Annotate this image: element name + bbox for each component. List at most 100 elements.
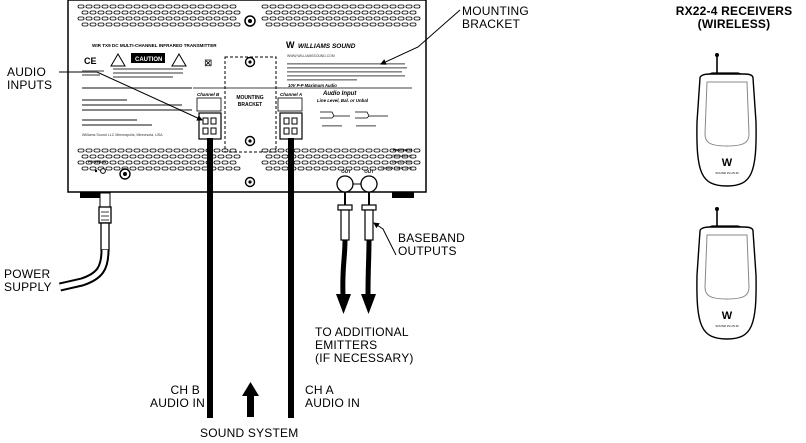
vent-slot [157, 16, 165, 21]
vent-slot [349, 4, 357, 9]
vent-slot [305, 154, 313, 159]
vent-slot [289, 10, 297, 15]
vent-slot [413, 148, 421, 153]
vent-slot [393, 10, 401, 15]
audio-input-sub: Line Level, Bal. or Unbal [317, 98, 369, 103]
wiring-diagram [320, 111, 388, 119]
vent-slot [353, 10, 361, 15]
vent-slot [185, 22, 193, 27]
receiver-logo-2: W [722, 310, 733, 322]
vent-slot [121, 154, 129, 159]
spec-text-block [82, 87, 192, 126]
ce-mark: CE [84, 56, 97, 66]
receiver-brand: SOUND PLUS IR [715, 171, 739, 175]
vent-slot [229, 4, 237, 9]
vent-slot [165, 16, 173, 21]
foot-right [392, 192, 414, 198]
vent-slot [309, 4, 317, 9]
vent-slot [273, 166, 281, 171]
vent-slot [213, 160, 221, 165]
vent-slot [269, 4, 277, 9]
vent-slot [325, 148, 333, 153]
vent-slot [209, 10, 217, 15]
vent-slot [137, 10, 145, 15]
vent-slot [381, 4, 389, 9]
max-audio-text: 10V P-P Maximum Audio [288, 83, 337, 88]
vent-slot [209, 22, 217, 27]
vent-slot [285, 16, 293, 21]
vent-slot [377, 22, 385, 27]
vent-slot [217, 22, 225, 27]
vent-slot [325, 4, 333, 9]
vent-slot [149, 4, 157, 9]
audio-input-label: Audio Input [322, 91, 357, 97]
vent-slot [157, 160, 165, 165]
bracket-label-1: MOUNTING [236, 95, 263, 101]
vent-slot [233, 166, 241, 171]
vent-slot [109, 160, 117, 165]
vent-slot [177, 22, 185, 27]
vent-slot [281, 22, 289, 27]
foot-left [80, 192, 102, 198]
receiver-2: W SOUND PLUS IR [696, 207, 757, 340]
vent-slot [413, 16, 421, 21]
vent-slot [337, 166, 345, 171]
receiver-1: W SOUND PLUS IR [696, 53, 757, 187]
vent-slot [225, 166, 233, 171]
vent-slot [213, 4, 221, 9]
vent-slot [81, 22, 89, 27]
vent-slot [145, 10, 153, 15]
vent-slot [401, 10, 409, 15]
vent-slot [373, 16, 381, 21]
vent-slot [341, 4, 349, 9]
vent-slot [349, 160, 357, 165]
vent-slot [281, 154, 289, 159]
vent-slot [409, 166, 417, 171]
baseband-note-4: Coaxial Cable Only [381, 166, 412, 170]
vent-slot [169, 166, 177, 171]
power-supply-cable [59, 192, 112, 292]
vent-slot [193, 22, 201, 27]
vent-slot [305, 10, 313, 15]
vent-slot [273, 154, 281, 159]
vent-slot [217, 10, 225, 15]
vent-slot [317, 16, 325, 21]
vent-slot [117, 16, 125, 21]
model-title: WIR TX9 DC MULTI-CHANNEL INFRARED TRANSM… [92, 43, 217, 48]
vent-slot [233, 22, 241, 27]
vent-slot [189, 160, 197, 165]
vent-slot [281, 10, 289, 15]
vent-slot [217, 154, 225, 159]
vent-slot [93, 4, 101, 9]
vent-slot [265, 22, 273, 27]
vent-slot [125, 16, 133, 21]
website-text: WWW.WILLIAMSSOUND.COM [287, 54, 335, 58]
vent-slot [301, 4, 309, 9]
vent-slot [169, 154, 177, 159]
vent-slot [97, 10, 105, 15]
vent-slot [261, 4, 269, 9]
vent-slot [333, 4, 341, 9]
vent-slot [321, 166, 329, 171]
vent-slot [313, 154, 321, 159]
vent-slot [165, 148, 173, 153]
vent-slot [357, 148, 365, 153]
vent-slot [397, 4, 405, 9]
vent-slot [93, 16, 101, 21]
vent-slot [293, 16, 301, 21]
vent-slot [145, 166, 153, 171]
vent-slot [389, 160, 397, 165]
vent-slot [157, 4, 165, 9]
vent-slot [309, 160, 317, 165]
vent-slot [177, 10, 185, 15]
vent-slot [345, 22, 353, 27]
vent-slot [361, 22, 369, 27]
vent-slot [149, 148, 157, 153]
vent-slot [141, 4, 149, 9]
vent-slot [213, 148, 221, 153]
channel-b-label: Channel B [197, 92, 220, 97]
vent-slot [397, 148, 405, 153]
vent-slot [369, 10, 377, 15]
vent-slot [173, 4, 181, 9]
vent-slot [297, 22, 305, 27]
